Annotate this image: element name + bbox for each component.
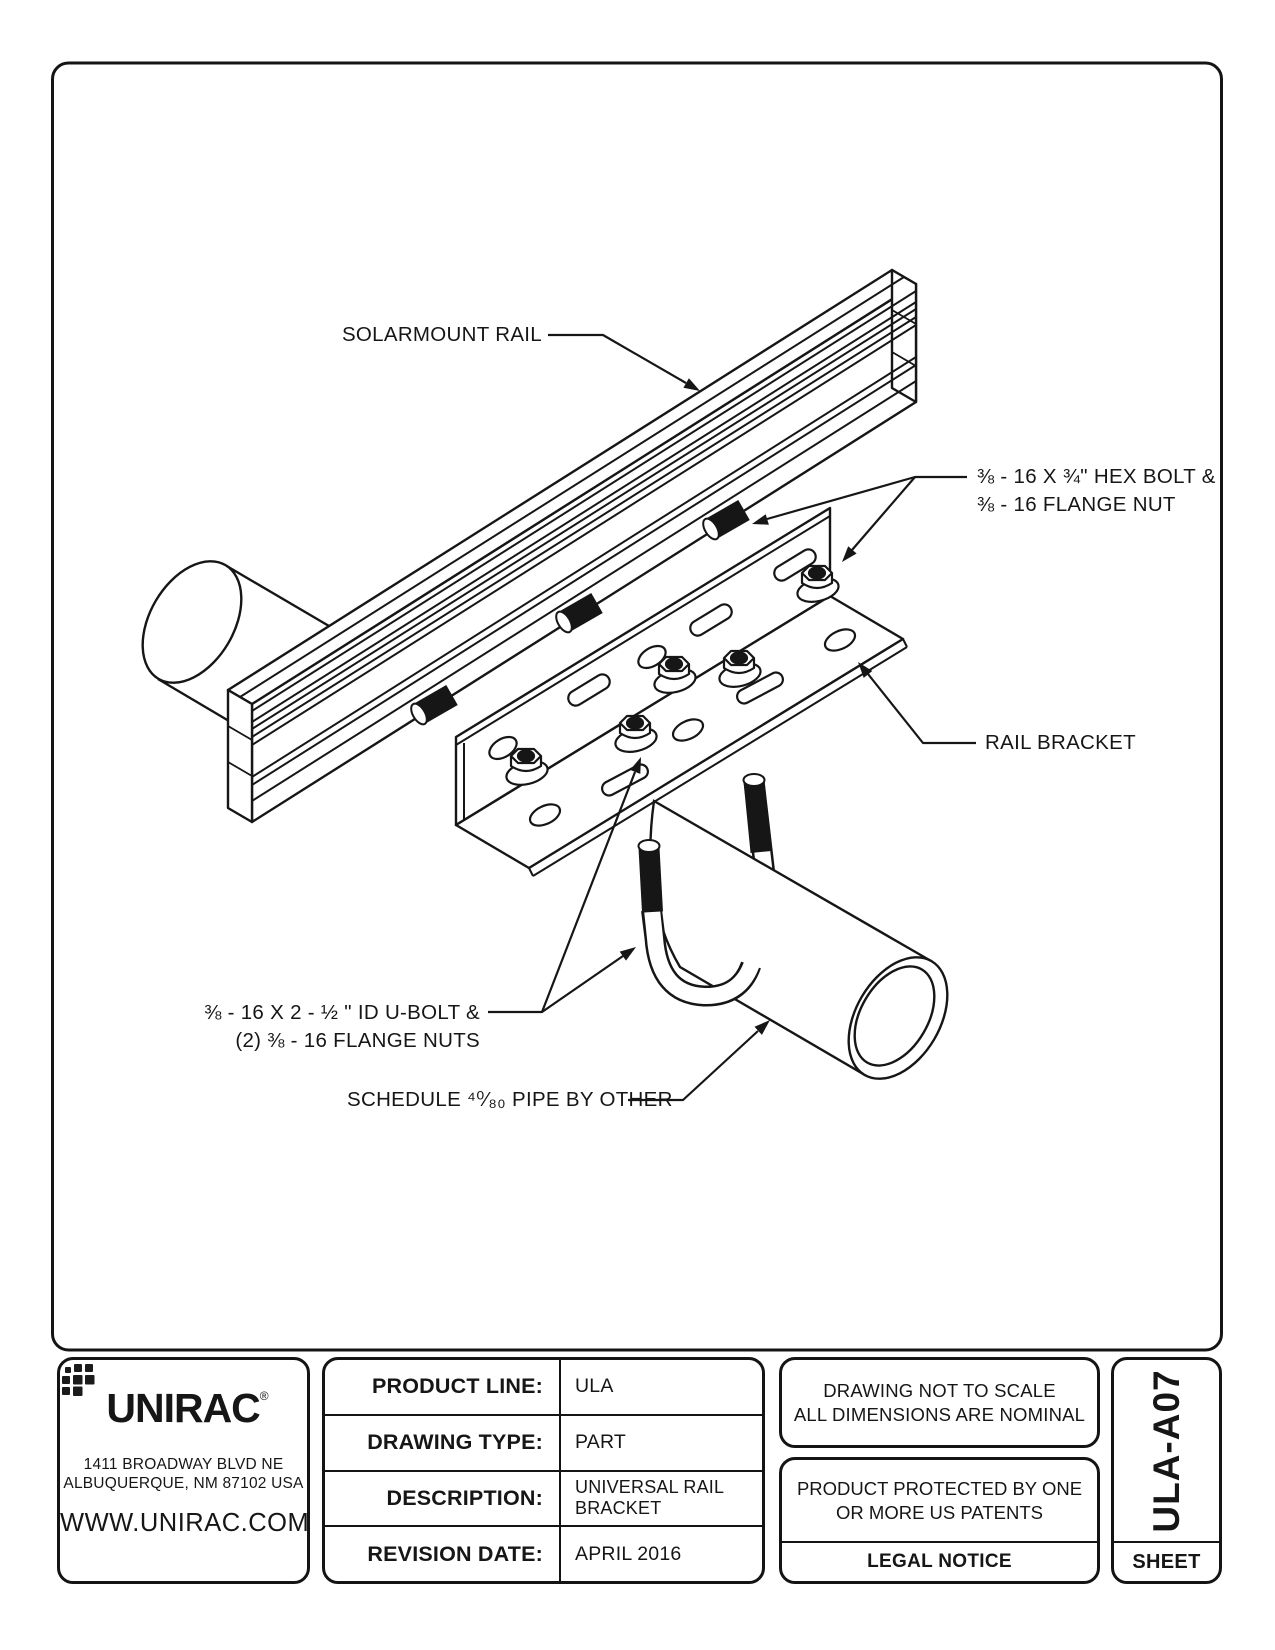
drawing-border <box>51 61 1223 1352</box>
arrowhead-icon <box>752 514 769 525</box>
arrowhead-icon <box>683 378 700 391</box>
callout-solarmount-rail: SOLARMOUNT RAIL <box>341 323 542 346</box>
callout-rail-bracket: RAIL BRACKET <box>985 731 1136 754</box>
unirac-grid-icon <box>62 1364 95 1396</box>
field-label: DESCRIPTION: <box>325 1471 561 1526</box>
field-row-revision-date: REVISION DATE: APRIL 2016 <box>325 1527 762 1581</box>
arrowhead-icon <box>619 947 636 961</box>
field-value: ULA <box>575 1375 614 1398</box>
company-address: 1411 BROADWAY BLVD NE ALBUQUERQUE, NM 87… <box>60 1456 307 1493</box>
arrowhead-icon <box>858 662 873 678</box>
field-row-drawing-type: DRAWING TYPE: PART <box>325 1415 762 1472</box>
note-patent-line1: PRODUCT PROTECTED BY ONE <box>796 1477 1083 1499</box>
schedule-pipe-left-end <box>141 560 330 723</box>
u-bolt <box>637 839 761 1007</box>
callout-schedule-pipe: SCHEDULE ⁴⁰⁄₈₀ PIPE BY OTHER <box>347 1088 673 1111</box>
callout-hex-bolt: ⅜ - 16 X ¾" HEX BOLT & ⅜ - 16 FLANGE NUT <box>977 463 1216 519</box>
field-value: PART <box>575 1431 627 1454</box>
leader-arrowheads <box>619 378 873 1035</box>
callout-u-bolt-line2: (2) ⅜ - 16 FLANGE NUTS <box>235 1029 480 1052</box>
field-value: APRIL 2016 <box>575 1542 682 1565</box>
leader-lines <box>488 333 976 1102</box>
arrowhead-icon <box>630 757 641 774</box>
title-block-fields: PRODUCT LINE: ULA DRAWING TYPE: PART DES… <box>322 1357 765 1584</box>
sheet-box: ULA-A07 SHEET <box>1111 1357 1222 1584</box>
schedule-pipe <box>649 799 949 1080</box>
leader-pipe <box>628 1030 759 1102</box>
leader-ubolt-b <box>541 955 624 1013</box>
callout-u-bolt-line1: ⅜ - 16 X 2 - ½ " ID U-BOLT & <box>204 1001 480 1024</box>
solarmount-rail <box>226 268 918 824</box>
note-scale-line1: DRAWING NOT TO SCALE <box>823 1379 1056 1401</box>
callout-hex-bolt-line2: ⅜ - 16 FLANGE NUT <box>977 493 1176 516</box>
note-scale-line2: ALL DIMENSIONS ARE NOMINAL <box>793 1403 1086 1425</box>
legal-notice-link[interactable]: LEGAL NOTICE <box>782 1541 1097 1581</box>
sheet-label: SHEET <box>1114 1541 1219 1581</box>
address-line2: ALBUQUERQUE, NM 87102 USA <box>63 1474 304 1492</box>
note-patent-box: PRODUCT PROTECTED BY ONE OR MORE US PATE… <box>779 1457 1100 1584</box>
field-label: REVISION DATE: <box>325 1527 561 1581</box>
sheet-number: ULA-A07 <box>1145 1368 1187 1533</box>
field-label: PRODUCT LINE: <box>325 1360 561 1414</box>
address-line1: 1411 BROADWAY BLVD NE <box>83 1456 284 1473</box>
unirac-logo: UNIRAC® <box>60 1364 307 1431</box>
leader-bracket <box>867 673 976 745</box>
company-website: WWW.UNIRAC.COM <box>60 1509 310 1537</box>
rail-bracket <box>454 506 908 877</box>
registered-mark: ® <box>259 1389 269 1403</box>
callout-hex-bolt-line1: ⅜ - 16 X ¾" HEX BOLT & <box>977 465 1216 488</box>
leader-hexbolt-a <box>766 475 967 521</box>
callout-u-bolt: ⅜ - 16 X 2 - ½ " ID U-BOLT & (2) ⅜ - 16 … <box>200 999 480 1055</box>
field-value: UNIVERSAL RAIL BRACKET <box>575 1477 724 1519</box>
field-label: DRAWING TYPE: <box>325 1415 561 1470</box>
field-row-description: DESCRIPTION: UNIVERSAL RAIL BRACKET <box>325 1471 762 1528</box>
leader-rail <box>548 333 687 384</box>
field-row-product-line: PRODUCT LINE: ULA <box>325 1360 762 1416</box>
unirac-wordmark: UNIRAC® <box>106 1385 269 1431</box>
title-block-company: UNIRAC® 1411 BROADWAY BLVD NE ALBUQUERQU… <box>57 1357 310 1584</box>
note-scale-box: DRAWING NOT TO SCALE ALL DIMENSIONS ARE … <box>779 1357 1100 1448</box>
leader-hexbolt-b <box>851 476 916 551</box>
arrowhead-icon <box>754 1020 770 1035</box>
arrowhead-icon <box>842 546 857 562</box>
note-patent-line2: OR MORE US PATENTS <box>836 1501 1043 1523</box>
